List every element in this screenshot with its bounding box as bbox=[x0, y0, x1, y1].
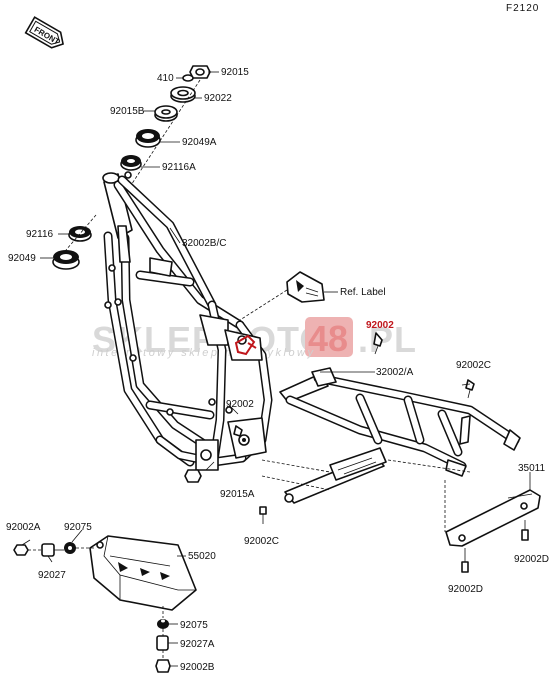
skid-plate-55020 bbox=[89, 535, 197, 611]
race-92116 bbox=[68, 226, 92, 242]
watermark-brand-number: 48 bbox=[308, 318, 348, 359]
label-92015b: 92015B bbox=[110, 106, 145, 117]
leader-lines bbox=[21, 71, 531, 667]
label-92002-mid: 92002 bbox=[226, 399, 254, 410]
label-92075-bottom: 92075 bbox=[180, 620, 208, 631]
label-92002d-right: 92002D bbox=[514, 554, 549, 565]
race-92116a bbox=[120, 155, 142, 171]
diagram-code: F2120 bbox=[506, 3, 539, 14]
locknut-92022 bbox=[170, 86, 196, 103]
label-410: 410 bbox=[157, 73, 174, 84]
highlighted-bolt-92002 bbox=[234, 334, 257, 356]
label-ref-label: Ref. Label bbox=[340, 287, 386, 298]
label-32002a: 32002/A bbox=[376, 367, 414, 378]
label-92027a: 92027A bbox=[180, 639, 215, 650]
label-92075-top: 92075 bbox=[64, 522, 92, 533]
label-92022: 92022 bbox=[204, 93, 232, 104]
label-92002b: 92002B bbox=[180, 662, 215, 673]
label-32002bc: 32002B/C bbox=[182, 238, 226, 249]
label-92116: 92116 bbox=[26, 229, 54, 240]
label-92002-red: 92002 bbox=[366, 320, 394, 331]
collar-92027a bbox=[156, 635, 169, 651]
grommet-92075-top bbox=[64, 542, 76, 554]
rear-subframe bbox=[279, 367, 521, 477]
ref-label-tag bbox=[239, 271, 338, 321]
label-92002c-bottom: 92002C bbox=[244, 536, 279, 547]
main-frame bbox=[102, 171, 273, 471]
bearing-92049a bbox=[135, 129, 161, 148]
bolt-92002a bbox=[13, 544, 29, 556]
bolt-92002b bbox=[155, 659, 171, 673]
bolt-92002c-bottom bbox=[259, 506, 267, 524]
label-92015: 92015 bbox=[221, 67, 249, 78]
label-35011: 35011 bbox=[518, 463, 546, 474]
washer-410 bbox=[182, 74, 194, 82]
bearing-92049 bbox=[52, 250, 80, 270]
collar-92027 bbox=[41, 543, 64, 557]
label-92015a: 92015A bbox=[220, 489, 255, 500]
bolt-92002c-top bbox=[465, 379, 475, 399]
callout-labels: 92015 410 92022 92015B 92049A 92116A 921… bbox=[6, 67, 549, 673]
grommet-92075-bottom bbox=[157, 619, 169, 629]
front-badge: FRONT bbox=[24, 16, 64, 49]
nut-92015b bbox=[154, 105, 178, 122]
rear-bracket-35011 bbox=[445, 489, 541, 547]
lower-cross-member bbox=[284, 447, 387, 504]
label-92002d-left: 92002D bbox=[448, 584, 483, 595]
steering-stem-nut bbox=[189, 65, 211, 79]
label-92049: 92049 bbox=[8, 253, 36, 264]
nut-92015a bbox=[184, 469, 202, 483]
bolt-92002-mid bbox=[233, 425, 243, 437]
label-92027: 92027 bbox=[38, 570, 66, 581]
bolt-92002-red-callout bbox=[373, 332, 383, 355]
label-92049a: 92049A bbox=[182, 137, 217, 148]
watermark-badge bbox=[305, 317, 353, 357]
label-55020: 55020 bbox=[188, 551, 216, 562]
bolt-92002d-left bbox=[461, 548, 469, 573]
label-92002c-top: 92002C bbox=[456, 360, 491, 371]
bolt-92002d-right bbox=[521, 520, 529, 541]
label-92002a: 92002A bbox=[6, 522, 41, 533]
watermark-brand-right: .PL bbox=[358, 319, 417, 360]
label-92116a: 92116A bbox=[162, 162, 196, 173]
